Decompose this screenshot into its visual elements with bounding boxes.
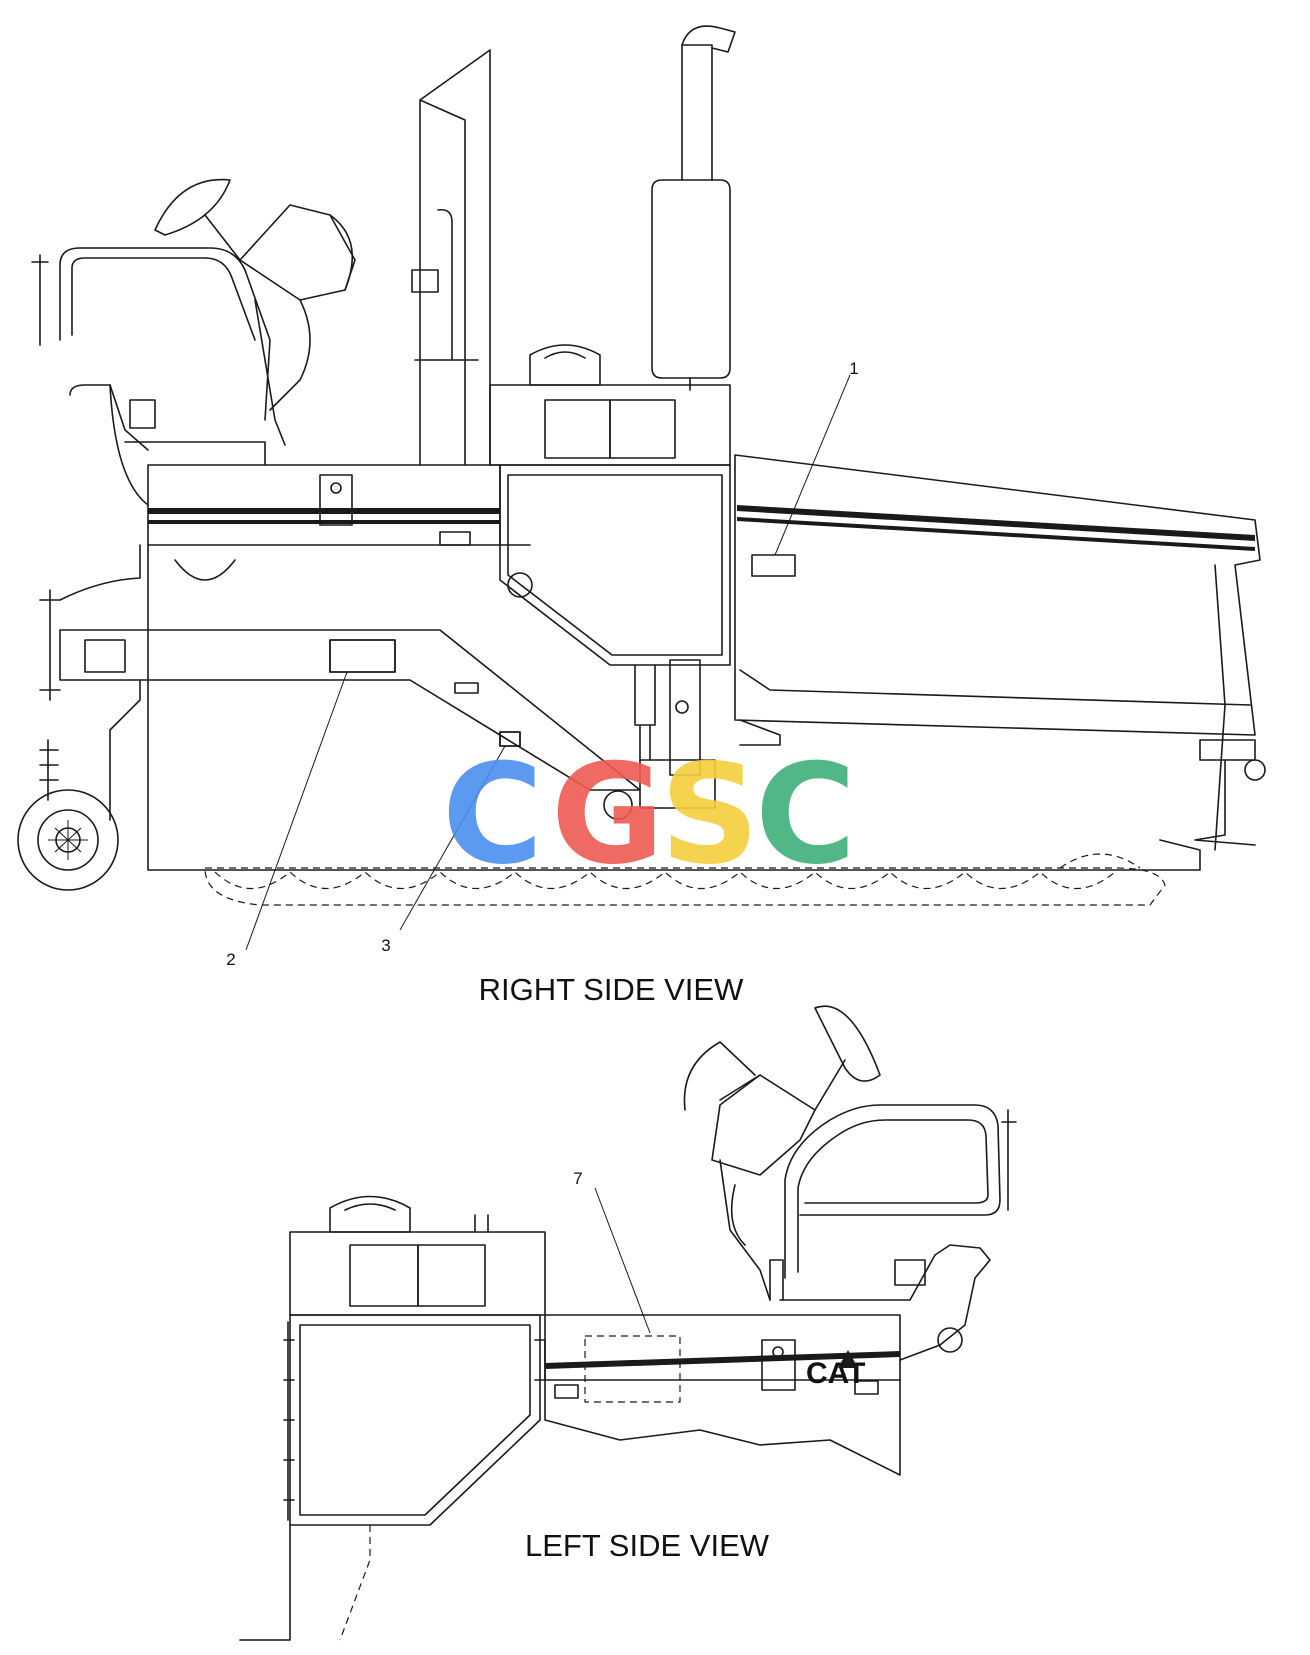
cgsc-watermark: C G S C — [442, 734, 856, 895]
callout-2: 2 — [226, 950, 235, 969]
watermark-letter-c2: C — [755, 734, 856, 895]
callout-1: 1 — [849, 359, 858, 378]
leader-line-1 — [774, 374, 851, 556]
decal-2-location — [329, 639, 396, 673]
leader-line-3 — [399, 745, 506, 931]
watermark-letter-g: G — [551, 734, 664, 895]
watermark-letter-s: S — [660, 734, 759, 895]
decal-7-location — [584, 1335, 681, 1403]
right-engine — [489, 25, 736, 820]
right-side-view-title: RIGHT SIDE VIEW — [479, 972, 744, 1007]
watermark-letter-c1: C — [442, 734, 543, 895]
leader-line-2 — [245, 671, 348, 951]
callout-7: 7 — [573, 1169, 582, 1188]
cat-logo-text: CAT — [806, 1357, 865, 1390]
leader-line-7 — [594, 1187, 651, 1334]
right-track — [204, 853, 1166, 906]
decal-3-location — [499, 731, 521, 747]
decal-1-location — [751, 554, 796, 577]
right-hopper — [734, 454, 1266, 851]
left-side-view-title: LEFT SIDE VIEW — [525, 1528, 770, 1563]
left-side-view: CAT — [239, 1005, 1017, 1641]
right-side-view — [17, 25, 1266, 951]
callout-3: 3 — [381, 936, 390, 955]
